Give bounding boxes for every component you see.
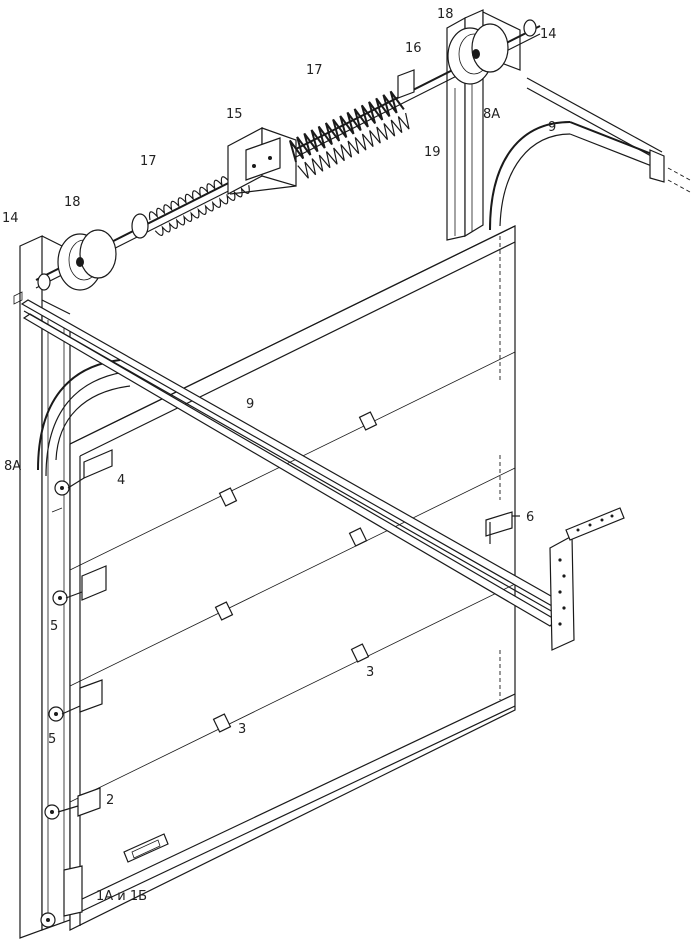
label-17-top: 17 xyxy=(306,63,323,78)
label-1a-1b: 1А и 1Б xyxy=(96,889,147,904)
label-4: 4 xyxy=(117,473,125,488)
right-spring xyxy=(288,69,415,179)
left-spring xyxy=(131,169,250,239)
label-16: 16 xyxy=(405,41,422,56)
label-9-mid: 9 xyxy=(246,397,254,412)
label-18-left: 18 xyxy=(64,195,81,210)
label-5-upper: 5 xyxy=(50,619,58,634)
label-3-left: 3 xyxy=(238,722,246,737)
slotted-strip xyxy=(565,507,625,541)
label-19: 19 xyxy=(424,145,441,160)
label-5-lower: 5 xyxy=(48,732,56,747)
label-15: 15 xyxy=(226,107,243,122)
label-2: 2 xyxy=(106,793,114,808)
left-vertical-post xyxy=(19,235,71,939)
left-cable-drum xyxy=(37,229,117,291)
bracket-6 xyxy=(485,511,520,544)
diagonal-brace xyxy=(20,299,575,651)
label-3-right: 3 xyxy=(366,665,374,680)
right-horizontal-track xyxy=(489,77,691,231)
right-cable-drum xyxy=(447,19,537,85)
label-14-left: 14 xyxy=(2,211,19,226)
door-handle xyxy=(123,833,169,863)
callout-labels: 18 14 16 17 15 8A 9 19 17 18 14 9 8A 4 6… xyxy=(2,7,557,904)
label-8a-left: 8A xyxy=(4,459,21,474)
label-17-left: 17 xyxy=(140,154,157,169)
label-9-top: 9 xyxy=(548,120,556,135)
door-leaf xyxy=(69,225,516,931)
label-8a-top: 8A xyxy=(483,107,500,122)
label-14-top: 14 xyxy=(540,27,557,42)
left-post-marks xyxy=(13,291,63,513)
center-bracket xyxy=(227,127,297,195)
hinges xyxy=(212,411,378,733)
side-rollers xyxy=(40,480,70,928)
side-brackets xyxy=(57,449,113,917)
label-6: 6 xyxy=(526,510,534,525)
label-18-top: 18 xyxy=(437,7,454,22)
